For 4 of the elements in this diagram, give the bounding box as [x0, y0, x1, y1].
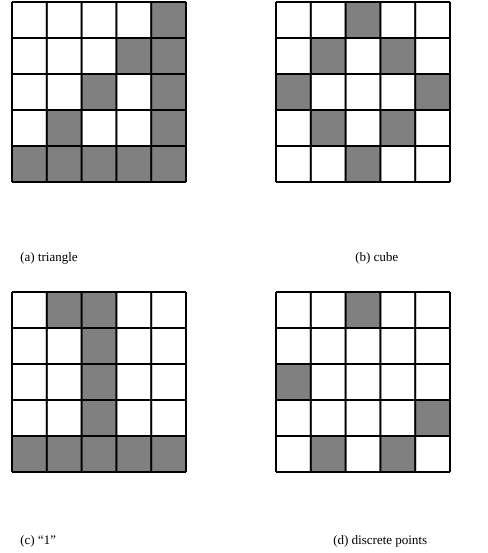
caption: (a) triangle — [20, 252, 78, 264]
caption: (c) “1” — [20, 534, 56, 547]
caption: (b) cube — [356, 252, 398, 264]
caption: (d) discrete points — [334, 534, 427, 547]
